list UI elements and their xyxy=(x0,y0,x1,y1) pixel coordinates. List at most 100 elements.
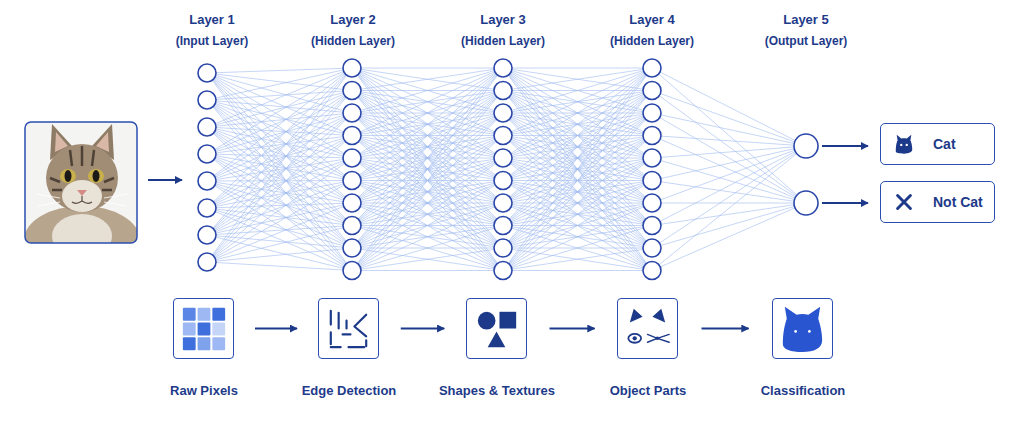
feature-stage-box: Shapes & Textures xyxy=(466,298,527,359)
weight-line xyxy=(503,181,652,271)
node-icon xyxy=(618,299,677,358)
weight-line xyxy=(503,68,652,271)
weight-line xyxy=(207,91,352,209)
weight-line xyxy=(207,226,352,236)
weight-line xyxy=(503,68,652,136)
weight-line xyxy=(207,181,352,263)
layer-type: (Input Layer) xyxy=(132,34,292,48)
weight-line xyxy=(207,91,352,128)
weight-line xyxy=(207,235,352,271)
cat-photo xyxy=(24,122,140,274)
weight-line xyxy=(352,68,503,91)
weight-line xyxy=(352,68,503,271)
weight-line xyxy=(652,146,806,271)
output-arrow xyxy=(822,145,868,147)
weight-line xyxy=(207,181,352,271)
weight-line xyxy=(503,91,652,271)
neuron xyxy=(343,217,361,235)
weight-line xyxy=(652,113,806,146)
weight-line xyxy=(207,100,352,271)
neuron xyxy=(343,149,361,167)
neuron xyxy=(494,82,512,100)
weight-line xyxy=(207,73,352,271)
node-icon xyxy=(893,133,915,155)
weight-line xyxy=(652,146,806,158)
weight-line xyxy=(652,91,806,147)
layer-type: (Hidden Layer) xyxy=(273,34,433,48)
weight-line xyxy=(503,203,652,271)
weight-line xyxy=(652,146,806,203)
weight-line xyxy=(352,136,503,271)
weight-line xyxy=(352,68,503,226)
weight-line xyxy=(352,68,503,181)
weight-line xyxy=(207,136,352,263)
neuron xyxy=(494,149,512,167)
weight-line xyxy=(503,91,652,271)
layer-title: Layer 5 xyxy=(726,12,886,27)
weight-line xyxy=(207,136,352,209)
weight-line xyxy=(652,136,806,204)
class-label: Cat xyxy=(933,136,956,152)
weight-line xyxy=(503,68,652,271)
neuron xyxy=(494,239,512,257)
weight-line xyxy=(652,146,806,181)
weight-line xyxy=(352,226,503,271)
weight-line xyxy=(352,226,503,271)
weight-line xyxy=(503,158,652,271)
weight-line xyxy=(207,100,352,136)
weight-line xyxy=(207,181,352,248)
weight-line xyxy=(352,68,503,271)
weight-line xyxy=(652,146,806,248)
weight-line xyxy=(503,248,652,271)
weight-line xyxy=(503,203,652,271)
weight-line xyxy=(207,248,352,262)
weight-line xyxy=(503,68,652,69)
neuron xyxy=(343,194,361,212)
weight-line xyxy=(352,68,503,136)
weight-line xyxy=(352,248,503,271)
neuron xyxy=(643,82,661,100)
weight-line xyxy=(207,154,352,203)
weight-line xyxy=(207,73,352,226)
stage-label: Classification xyxy=(723,383,883,398)
neuron-connections xyxy=(207,68,806,271)
neuron xyxy=(494,217,512,235)
weight-line xyxy=(652,181,806,204)
feature-stage-box: Object Parts xyxy=(617,298,678,359)
weight-line xyxy=(503,68,652,181)
neuron xyxy=(198,145,216,163)
weight-line xyxy=(352,181,503,271)
weight-line xyxy=(207,73,352,248)
weight-line xyxy=(207,180,352,182)
output-class-box: Not Cat xyxy=(880,181,995,223)
neuron xyxy=(643,149,661,167)
weight-line xyxy=(503,68,652,248)
layer-title: Layer 4 xyxy=(572,12,732,27)
neuron xyxy=(643,104,661,122)
flow-arrow xyxy=(255,328,297,330)
neuron xyxy=(494,59,512,77)
stage-label: Shapes & Textures xyxy=(417,383,577,398)
weight-line xyxy=(503,158,652,271)
feature-stage-box: Classification xyxy=(772,298,833,359)
layer-type: (Hidden Layer) xyxy=(572,34,732,48)
neuron-layers xyxy=(198,59,818,280)
weight-line xyxy=(207,91,352,263)
neuron xyxy=(198,226,216,244)
weight-line xyxy=(652,203,806,248)
weight-line xyxy=(352,248,503,271)
node-icon xyxy=(319,299,378,358)
neuron xyxy=(198,253,216,271)
output-arrow xyxy=(822,202,868,204)
feature-stage-box: Raw Pixels xyxy=(173,298,234,359)
weight-line xyxy=(207,113,352,262)
weight-line xyxy=(503,113,652,271)
layer-title: Layer 3 xyxy=(423,12,583,27)
weight-line xyxy=(503,68,652,226)
weight-line xyxy=(207,68,352,154)
weight-line xyxy=(652,203,806,204)
weight-line xyxy=(207,113,352,208)
weight-line xyxy=(352,91,503,271)
output-class-box: Cat xyxy=(880,123,995,165)
